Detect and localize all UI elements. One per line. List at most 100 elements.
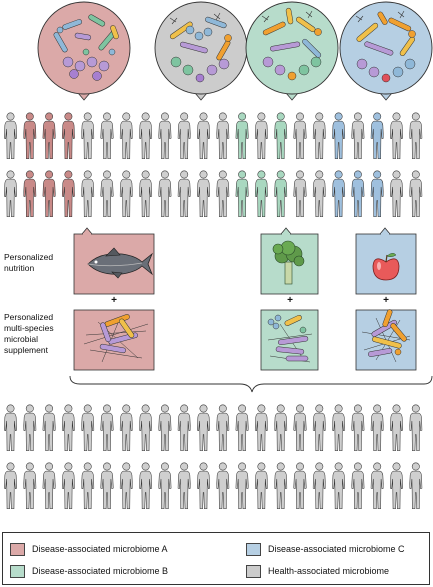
supplement-panel-a [73,309,155,371]
person-figure [312,112,326,160]
microbiome-bubble-b [245,1,339,101]
person-figure [370,170,384,218]
person-figure [197,404,210,452]
person-figure [119,462,133,510]
person-figure [254,112,268,160]
person-figure [293,462,307,510]
legend-swatch-health [246,564,261,578]
person-figure [158,462,172,510]
person-figure [61,170,75,218]
person-figure [235,112,249,160]
person-figure [42,404,56,452]
person-figure [23,404,37,452]
legend-item-health: Health-associated microbiome [246,564,389,578]
person-figure [390,462,403,510]
microbiome-bubble-healthy [154,1,248,101]
person-figure [312,462,326,510]
person-figure [390,112,403,160]
person-figure [197,170,210,218]
apple-icon [372,253,400,281]
person-figure [235,404,249,452]
person-figure [351,112,365,160]
person-figure [216,404,230,452]
person-figure [370,462,384,510]
person-figure [119,404,133,452]
supplement-panel-b [260,309,319,371]
person-figure [177,112,191,160]
person-figure [119,170,133,218]
broccoli-icon [272,240,305,285]
person-figure [351,462,365,510]
person-figure [139,112,153,160]
person-figure [4,404,17,452]
personalized-supplement-label: Personalized multi-species microbial sup… [4,312,54,355]
person-figure [216,170,230,218]
person-figure [23,170,37,218]
person-figure [158,404,172,452]
plus-sign-b: + [287,295,293,306]
person-figure [409,404,423,452]
person-figure [42,462,56,510]
person-figure [158,112,172,160]
person-figure [139,404,153,452]
person-figure [61,462,75,510]
microbiome-bubble-c [339,1,433,101]
person-figure [23,112,37,160]
person-figure [312,170,326,218]
person-figure [100,462,114,510]
nutrition-panel-b [260,227,319,295]
person-figure [4,170,17,218]
person-figure [274,112,288,160]
microbiome-bubble-a [37,1,131,101]
person-figure [42,112,56,160]
personalized-nutrition-label: Personalized nutrition [4,252,54,273]
person-figure [351,404,365,452]
person-figure [235,170,249,218]
legend-swatch-a [10,542,25,556]
person-figure [100,170,114,218]
person-figure [139,170,153,218]
person-figure [254,170,268,218]
person-figure [100,112,114,160]
person-figure [332,462,346,510]
legend: Disease-associated microbiome A Disease-… [2,532,430,585]
person-figure [332,404,346,452]
person-figure [274,462,288,510]
person-figure [177,404,191,452]
person-figure [390,170,403,218]
person-figure [158,170,172,218]
person-figure [235,462,249,510]
person-figure [332,112,346,160]
person-figure [351,170,365,218]
person-figure [100,404,114,452]
legend-swatch-b [10,564,25,578]
person-figure [216,462,230,510]
person-figure [61,112,75,160]
person-figure [61,404,75,452]
person-figure [370,404,384,452]
nutrition-panel-a [73,227,155,295]
person-figure [409,462,423,510]
legend-item-a: Disease-associated microbiome A [10,542,168,556]
person-figure [4,462,17,510]
person-figure [274,170,288,218]
fish-icon [87,247,153,279]
person-figure [293,112,307,160]
person-figure [177,170,191,218]
people-row-4 [4,462,423,510]
person-figure [332,170,346,218]
grouping-brace [69,375,433,393]
person-figure [81,112,95,160]
person-figure [119,112,133,160]
person-figure [81,404,95,452]
person-figure [197,462,210,510]
person-figure [197,112,210,160]
nutrition-panel-c [355,227,417,295]
person-figure [81,170,95,218]
person-figure [81,462,95,510]
person-figure [23,462,37,510]
people-row-1 [4,112,423,160]
legend-swatch-c [246,542,261,556]
people-row-2 [4,170,423,218]
